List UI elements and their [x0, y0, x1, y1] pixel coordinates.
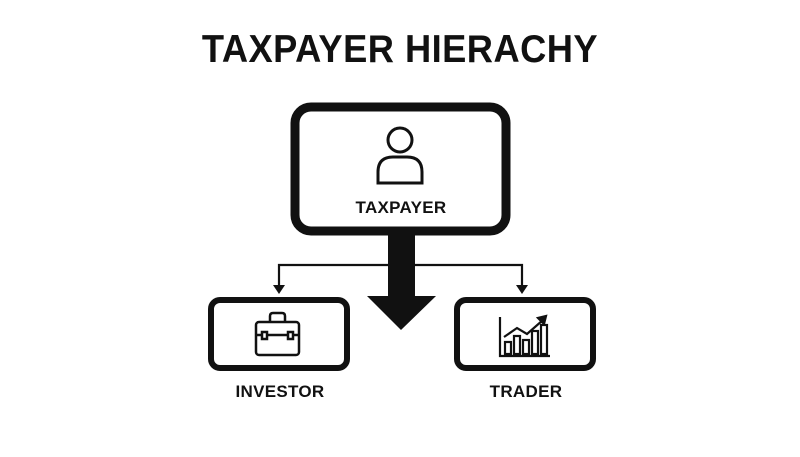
- taxpayer-box: [290, 102, 511, 236]
- trader-label: TRADER: [489, 382, 563, 401]
- main-down-arrow: [367, 230, 436, 330]
- person-icon: [376, 126, 424, 185]
- branch-connector: [277, 263, 524, 286]
- investor-arrowhead: [273, 285, 285, 294]
- taxpayer-label: TAXPAYER: [355, 198, 447, 217]
- briefcase-icon: [254, 311, 301, 357]
- page-title: TAXPAYER HIERACHY: [201, 28, 599, 71]
- growth-chart-icon: [498, 314, 550, 358]
- trader-arrowhead: [516, 285, 528, 294]
- investor-label: INVESTOR: [235, 382, 325, 401]
